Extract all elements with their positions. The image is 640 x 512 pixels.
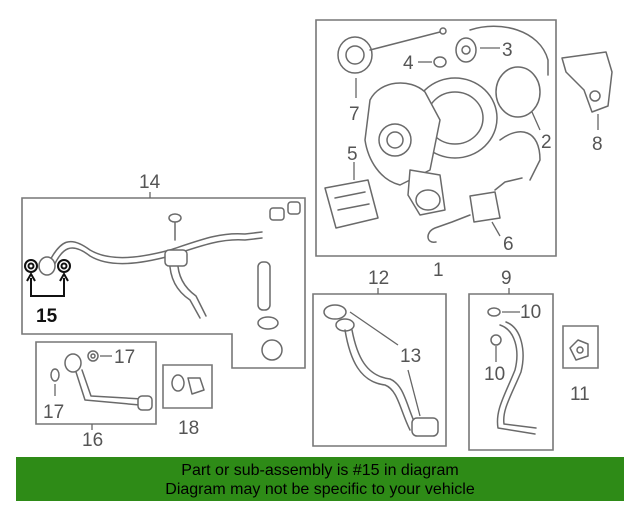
plug-part[interactable] — [569, 339, 589, 361]
callout-13: 13 — [400, 346, 421, 367]
washer-part[interactable] — [87, 350, 99, 362]
callout-17-lower: 17 — [43, 402, 64, 423]
callout-18: 18 — [178, 418, 199, 439]
info-banner: Part or sub-assembly is #15 in diagram D… — [16, 457, 624, 501]
group-box-plug — [562, 325, 599, 369]
group-pipe: 12 13 — [312, 268, 447, 447]
group-coolant-line: 9 10 10 — [468, 268, 554, 451]
turbocharger-part[interactable] — [364, 77, 498, 216]
group-fitting: 18 — [162, 364, 213, 439]
gasket-ring-part[interactable] — [495, 66, 541, 118]
sensor-part[interactable] — [455, 37, 477, 63]
electric-actuator-part[interactable] — [324, 179, 379, 229]
group-box-coolant — [468, 293, 554, 451]
group-box-fitting — [162, 364, 213, 409]
group-turbocharger: 1 2 3 4 5 6 7 — [315, 19, 557, 281]
callout-6: 6 — [503, 234, 514, 255]
callout-8: 8 — [592, 134, 603, 155]
callout-10-upper: 10 — [520, 302, 541, 323]
o-ring-part[interactable] — [433, 56, 447, 68]
fitting-part[interactable] — [269, 201, 301, 221]
hose-clamp-part[interactable] — [257, 261, 283, 361]
group-oil-line: 17 17 16 — [35, 341, 157, 451]
wastegate-actuator-part[interactable] — [337, 27, 447, 74]
seal-part[interactable] — [487, 307, 501, 317]
callout-2: 2 — [541, 132, 552, 153]
fitting-bolt-part[interactable] — [171, 374, 205, 395]
callout-15: 15 — [36, 306, 58, 327]
callout-11: 11 — [570, 384, 590, 405]
group-bracket: 8 — [561, 51, 613, 155]
oil-line-part[interactable] — [64, 353, 153, 411]
highlighted-part-15[interactable]: 15 — [24, 256, 71, 327]
bracket-part[interactable] — [561, 51, 613, 113]
callout-1: 1 — [433, 260, 444, 281]
group-box-pipe — [312, 293, 447, 447]
banner-line-2: Diagram may not be specific to your vehi… — [165, 481, 475, 498]
parts-diagram: 1 2 3 4 5 6 7 8 14 — [21, 19, 613, 451]
banjo-bolt-part[interactable] — [168, 213, 182, 241]
oil-feed-line-part[interactable] — [47, 231, 263, 271]
group-plug: 11 — [562, 325, 599, 405]
water-pipe-part[interactable] — [323, 304, 439, 437]
group-box-oil-line — [35, 341, 157, 425]
oil-return-line-part[interactable] — [164, 249, 207, 319]
callout-5: 5 — [347, 144, 358, 165]
solenoid-valve-part[interactable] — [427, 177, 523, 243]
coolant-hose-part[interactable] — [499, 131, 541, 181]
callout-16: 16 — [82, 430, 103, 451]
callout-9: 9 — [501, 268, 512, 289]
vacuum-hose-part[interactable] — [469, 25, 549, 76]
callout-14: 14 — [139, 172, 161, 193]
group-lines: 14 — [21, 172, 306, 369]
callout-7: 7 — [349, 104, 360, 125]
coolant-line-part[interactable] — [496, 321, 537, 435]
callout-17-upper: 17 — [114, 347, 135, 368]
callout-12: 12 — [368, 268, 389, 289]
group-box-lines — [21, 197, 306, 369]
washer-part-lower[interactable] — [50, 368, 60, 382]
seal-part-lower[interactable] — [490, 334, 502, 346]
group-box-turbo — [315, 19, 557, 257]
callout-4: 4 — [403, 53, 414, 74]
banner-line-1: Part or sub-assembly is #15 in diagram — [181, 462, 459, 479]
callout-3: 3 — [502, 40, 513, 61]
callout-10-lower: 10 — [484, 364, 505, 385]
